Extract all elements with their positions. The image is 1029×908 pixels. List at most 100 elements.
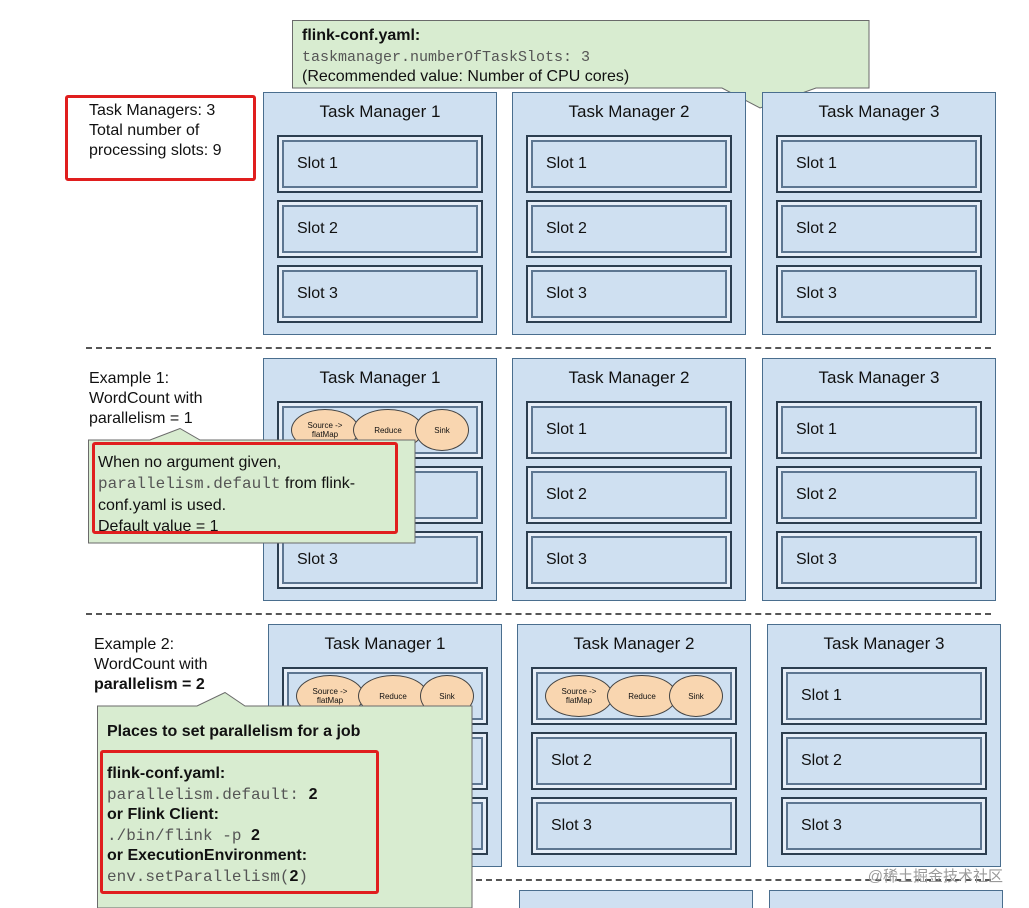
example2-text: Example 2: WordCount with parallelism = … <box>94 635 208 695</box>
slot-label: Slot 3 <box>546 285 587 302</box>
top-callout-title: flink-conf.yaml: <box>302 27 421 44</box>
example1-line-3: parallelism = 1 <box>89 410 193 427</box>
summary-highlight-box <box>65 95 256 181</box>
slot: Slot 2 <box>526 466 732 524</box>
slot-label: Slot 2 <box>297 220 338 237</box>
summary-text: Task Managers: 3 Total number of process… <box>89 101 222 161</box>
slot-label: Slot 1 <box>546 421 587 438</box>
slot-label: Slot 3 <box>551 817 592 834</box>
slot: Slot 2 <box>531 732 737 790</box>
callout2-env-label: or ExecutionEnvironment: <box>107 847 308 864</box>
slot-label: Slot 1 <box>796 421 837 438</box>
slot-label: Slot 2 <box>546 220 587 237</box>
slot: Slot 3 <box>781 797 987 855</box>
row2-task-manager-3: Task Manager 3 Slot 1 Slot 2 Slot 3 <box>762 358 996 601</box>
watermark: @稀土掘金技术社区 <box>867 868 1003 885</box>
section-divider <box>476 879 991 881</box>
callout1-line-4: Default value = 1 <box>98 518 219 535</box>
operator-reduce: Reduce <box>607 675 677 717</box>
row3-task-manager-2: Task Manager 2 Source -> flatMap Reduce … <box>517 624 751 867</box>
slot: Slot 3 <box>776 531 982 589</box>
slot: Slot 3 <box>776 265 982 323</box>
callout1-text: When no argument given, parallelism.defa… <box>98 452 398 537</box>
operator-sink: Sink <box>669 675 723 717</box>
example2-line-1: Example 2: <box>94 636 175 653</box>
summary-line-3: processing slots: 9 <box>89 142 222 159</box>
slot-label: Slot 1 <box>297 155 338 172</box>
slot: Slot 1 <box>781 667 987 725</box>
task-manager-title: Task Manager 2 <box>573 634 695 653</box>
callout2-client-label: or Flink Client: <box>107 806 219 823</box>
callout2-highlight-box <box>100 750 379 894</box>
slot-label: Slot 1 <box>796 155 837 172</box>
task-manager-title: Task Manager 1 <box>319 102 441 121</box>
task-manager-title: Task Manager 3 <box>818 102 940 121</box>
callout2-env-code-post: ) <box>298 867 308 886</box>
slot: Slot 3 <box>531 797 737 855</box>
slot: Slot 2 <box>776 200 982 258</box>
slot-with-operators: Source -> flatMap Reduce Sink <box>531 667 737 725</box>
callout1-code: parallelism.default <box>98 475 281 493</box>
slot-label: Slot 2 <box>551 752 592 769</box>
slot-label: Slot 3 <box>297 285 338 302</box>
slot: Slot 1 <box>526 401 732 459</box>
slot-label: Slot 3 <box>297 551 338 568</box>
callout2-client-value: 2 <box>251 826 260 844</box>
operator-sink: Sink <box>415 409 469 451</box>
example1-text: Example 1: WordCount with parallelism = … <box>89 369 203 429</box>
slot: Slot 3 <box>526 531 732 589</box>
callout2-env-line: env.setParallelism(2) <box>107 867 318 888</box>
operator-source-flatmap: Source -> flatMap <box>545 675 613 717</box>
row1-task-manager-3: Task Manager 3 Slot 1 Slot 2 Slot 3 <box>762 92 996 335</box>
task-manager-title: Task Manager 1 <box>324 634 446 653</box>
slot-label: Slot 3 <box>546 551 587 568</box>
task-manager-title: Task Manager 3 <box>818 368 940 387</box>
callout1-line-2: parallelism.default from flink- <box>98 473 398 495</box>
row1-task-manager-1: Task Manager 1 Slot 1 Slot 2 Slot 3 <box>263 92 497 335</box>
callout2-conf-code: parallelism.default: <box>107 785 309 804</box>
callout1-shape <box>88 428 416 544</box>
row4-task-manager-partial <box>519 890 753 908</box>
slot: Slot 1 <box>277 135 483 193</box>
task-manager-title: Task Manager 2 <box>568 368 690 387</box>
slot-label: Slot 2 <box>796 220 837 237</box>
slot-label: Slot 2 <box>796 486 837 503</box>
callout2-title: Places to set parallelism for a job <box>107 723 361 740</box>
slot-label: Slot 1 <box>801 687 842 704</box>
callout2-body: flink-conf.yaml: parallelism.default: 2 … <box>107 764 318 887</box>
slot-label: Slot 3 <box>796 551 837 568</box>
top-callout-code: taskmanager.numberOfTaskSlots: 3 <box>302 49 591 66</box>
slot-label: Slot 2 <box>801 752 842 769</box>
callout2-conf-value: 2 <box>308 785 318 803</box>
slot: Slot 1 <box>526 135 732 193</box>
row4-task-manager-partial <box>769 890 1003 908</box>
task-manager-title: Task Manager 3 <box>823 634 945 653</box>
task-manager-title: Task Manager 2 <box>568 102 690 121</box>
section-divider <box>86 613 991 615</box>
row2-task-manager-2: Task Manager 2 Slot 1 Slot 2 Slot 3 <box>512 358 746 601</box>
slot: Slot 1 <box>776 135 982 193</box>
section-divider <box>86 347 991 349</box>
slot: Slot 2 <box>277 200 483 258</box>
callout2-env-code-pre: env.setParallelism( <box>107 867 290 886</box>
slot-label: Slot 2 <box>546 486 587 503</box>
slot-label: Slot 3 <box>796 285 837 302</box>
row1-task-manager-2: Task Manager 2 Slot 1 Slot 2 Slot 3 <box>512 92 746 335</box>
callout1-line-3: conf.yaml is used. <box>98 497 227 514</box>
example1-line-1: Example 1: <box>89 370 170 387</box>
callout2-client-code: ./bin/flink -p <box>107 826 252 845</box>
summary-line-2: Total number of <box>89 122 200 139</box>
callout1-highlight-box <box>92 442 398 534</box>
slot-label: Slot 1 <box>546 155 587 172</box>
top-callout-note: (Recommended value: Number of CPU cores) <box>302 68 630 85</box>
callout2-client-line: ./bin/flink -p 2 <box>107 826 318 847</box>
task-manager-title: Task Manager 1 <box>319 368 441 387</box>
example1-line-2: WordCount with <box>89 390 203 407</box>
slot: Slot 2 <box>781 732 987 790</box>
example2-line-2: WordCount with <box>94 656 208 673</box>
slot: Slot 3 <box>277 265 483 323</box>
callout2-conf-label: flink-conf.yaml: <box>107 765 226 782</box>
callout2-conf-line: parallelism.default: 2 <box>107 785 318 806</box>
callout1-after-code: from flink- <box>280 475 356 492</box>
slot: Slot 3 <box>526 265 732 323</box>
